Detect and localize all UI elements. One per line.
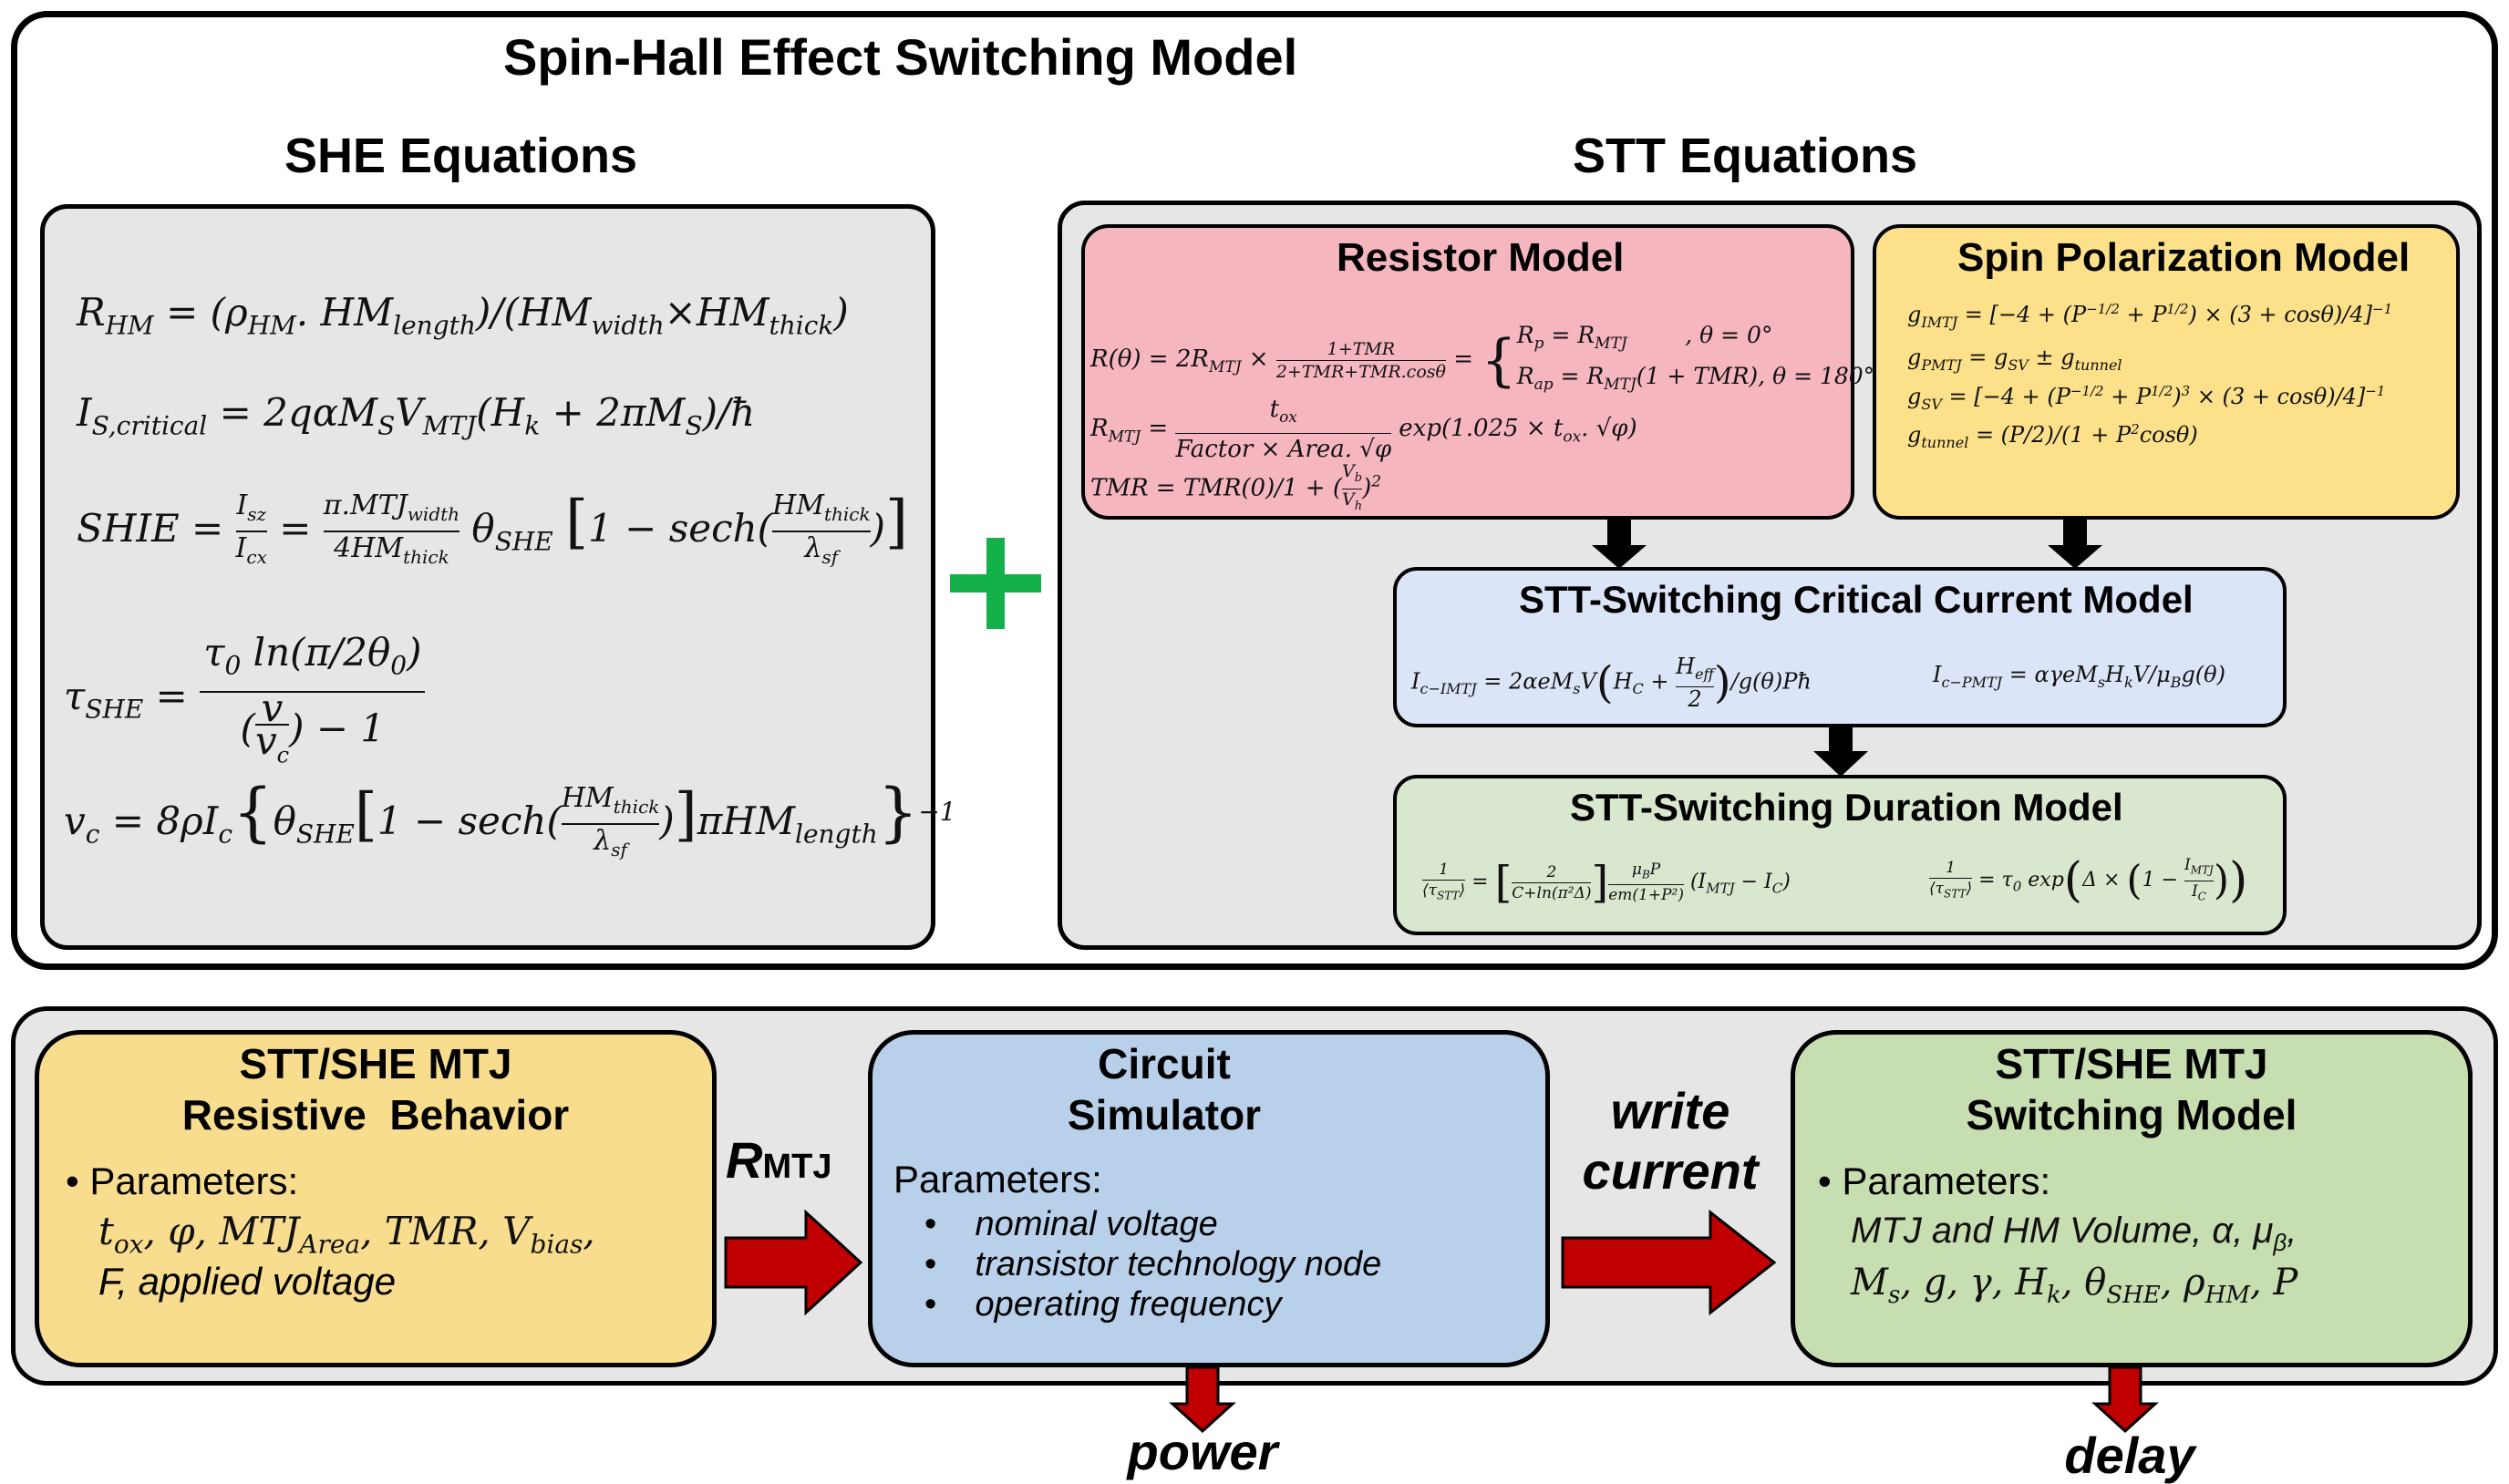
circuit-simulator-title-line2: Simulator bbox=[1067, 1091, 1262, 1139]
switching-model-title-line2: Switching Model bbox=[1966, 1091, 2297, 1139]
plus-icon bbox=[950, 538, 1041, 629]
resistor-model-box bbox=[1081, 224, 1854, 520]
switching-duration-model-box bbox=[1393, 775, 2287, 935]
switching-parameters-line2: Ms, g, γ, Hk, θSHE, ρHM, P bbox=[1851, 1262, 2298, 1309]
down-arrow-power-icon bbox=[1169, 1365, 1236, 1434]
resistive-parameters-line2: F, applied voltage bbox=[98, 1260, 397, 1303]
simulator-param-item: • nominal voltage bbox=[924, 1205, 1218, 1243]
spin-equation-g-sv: gSV = [−4 + (P−1/2 + P1/2)3 × (3 + cosθ)… bbox=[1907, 383, 2386, 413]
switching-model-title-line1: STT/SHE MTJ bbox=[1995, 1040, 2268, 1087]
she-equation-rhm: RHM = (ρHM. HMlength)/(HMwidth×HMthick) bbox=[77, 290, 849, 341]
down-arrow-critical-to-duration-icon bbox=[1813, 726, 1868, 777]
spin-equation-g-imtj: gIMTJ = [−4 + (P−1/2 + P1/2) × (3 + cosθ… bbox=[1907, 301, 2393, 331]
write-current-label-line2: current bbox=[1582, 1142, 1759, 1200]
critical-current-model-box bbox=[1393, 567, 2287, 727]
circuit-simulator-title-line1: Circuit bbox=[1098, 1040, 1231, 1087]
write-current-label-line1: write bbox=[1610, 1082, 1730, 1139]
critical-current-model-title: STT-Switching Critical Current Model bbox=[1519, 578, 2194, 621]
resistive-parameters-label: • Parameters: bbox=[66, 1159, 299, 1202]
spin-equation-g-pmtj: gPMTJ = gSV ± gtunnel bbox=[1907, 345, 2122, 374]
resistive-behavior-box bbox=[35, 1030, 717, 1367]
she-equation-is-critical: IS,critical = 2qαMSVMTJ(Hk + 2πMS)/ħ bbox=[77, 390, 756, 441]
switching-duration-model-title: STT-Switching Duration Model bbox=[1570, 786, 2123, 829]
rmtj-label-r: R bbox=[726, 1131, 763, 1189]
circuit-simulator-box bbox=[868, 1030, 1550, 1367]
switching-model-box bbox=[1791, 1030, 2473, 1367]
she-equations-box bbox=[40, 204, 935, 950]
she-equations-heading: SHE Equations bbox=[284, 129, 638, 183]
simulator-parameters-label: Parameters: bbox=[893, 1158, 1102, 1201]
main-title: Spin-Hall Effect Switching Model bbox=[503, 28, 1298, 86]
delay-output-label: delay bbox=[2064, 1427, 2195, 1484]
right-arrow-write-current-icon bbox=[1561, 1209, 1777, 1316]
switching-parameters-label: • Parameters: bbox=[1818, 1159, 2051, 1202]
spin-equation-g-tunnel: gtunnel = (P/2)/(1 + P2cosθ) bbox=[1907, 421, 2198, 451]
rmtj-label-sub: MTJ bbox=[762, 1148, 832, 1186]
simulator-param-operating-frequency: operating frequency bbox=[975, 1285, 1282, 1324]
critical-equation-pmtj: Ic−PMTJ = αγeMsHkV/μBg(θ) bbox=[1933, 662, 2225, 691]
spin-polarization-model-box bbox=[1873, 224, 2460, 520]
resistive-behavior-title-line1: STT/SHE MTJ bbox=[239, 1040, 512, 1087]
simulator-param-item: • operating frequency bbox=[924, 1285, 1282, 1324]
simulator-param-item: • transistor technology node bbox=[924, 1245, 1382, 1283]
simulator-param-technology-node: transistor technology node bbox=[975, 1245, 1382, 1283]
power-output-label: power bbox=[1127, 1423, 1278, 1480]
simulator-param-nominal-voltage: nominal voltage bbox=[975, 1205, 1218, 1243]
right-arrow-rmtj-icon bbox=[724, 1209, 863, 1316]
stt-equations-heading: STT Equations bbox=[1573, 129, 1917, 183]
down-arrow-delay-icon bbox=[2091, 1365, 2159, 1434]
resistive-parameters-line1: tox, φ, MTJArea, TMR, Vbias, bbox=[98, 1209, 595, 1260]
switching-parameters-line1: MTJ and HM Volume, α, μβ, bbox=[1851, 1211, 2297, 1256]
down-arrow-resistor-to-critical-icon bbox=[1592, 518, 1647, 569]
resistor-model-title: Resistor Model bbox=[1337, 235, 1625, 280]
spin-polarization-model-title: Spin Polarization Model bbox=[1957, 235, 2411, 280]
down-arrow-spin-to-critical-icon bbox=[2048, 518, 2102, 569]
rmtj-arrow-label: RMTJ bbox=[726, 1130, 831, 1190]
resistive-behavior-title-line2: Resistive Behavior bbox=[181, 1091, 570, 1139]
